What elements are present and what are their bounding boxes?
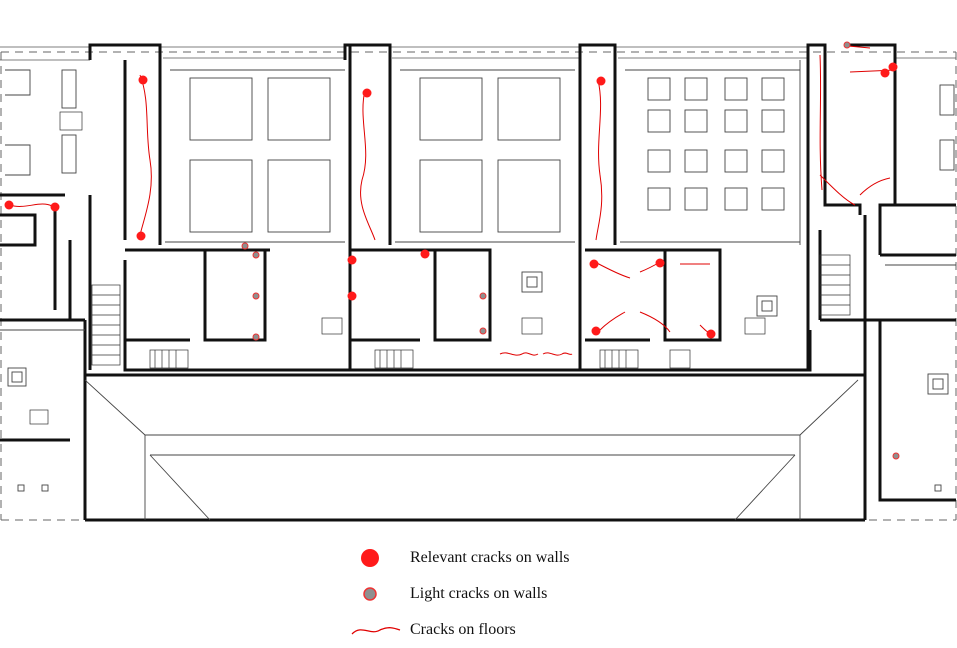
relevant-crack-marker <box>138 75 148 85</box>
floor-crack-symbol <box>348 618 410 642</box>
street-contour <box>0 46 956 61</box>
light-crack-marker <box>241 242 249 250</box>
light-crack-marker <box>892 452 900 460</box>
relevant-crack-marker <box>596 76 606 86</box>
relevant-crack-marker <box>888 62 898 72</box>
relevant-crack-marker <box>362 88 372 98</box>
legend-label-relevant: Relevant cracks on walls <box>410 549 570 566</box>
relevant-crack-marker <box>136 231 146 241</box>
relevant-crack-symbol <box>348 546 410 570</box>
light-wall-cracks <box>241 41 900 460</box>
light-crack-marker <box>479 327 487 335</box>
light-crack-marker <box>252 333 260 341</box>
relevant-crack-marker <box>706 329 716 339</box>
legend-label-floor: Cracks on floors <box>410 621 516 638</box>
relevant-crack-marker <box>347 255 357 265</box>
light-crack-marker <box>252 251 260 259</box>
floor-plan <box>0 41 957 522</box>
drawing-border <box>0 51 957 521</box>
relevant-wall-cracks <box>4 62 898 339</box>
stairs <box>29 111 851 425</box>
relevant-crack-marker <box>50 202 60 212</box>
walls <box>0 43 956 522</box>
light-crack-symbol <box>348 582 410 606</box>
relevant-crack-marker <box>655 258 665 268</box>
relevant-crack-marker <box>589 259 599 269</box>
legend-row-relevant: Relevant cracks on walls <box>348 540 768 576</box>
legend-row-light: Light cracks on walls <box>348 576 768 612</box>
legend-label-light: Light cracks on walls <box>410 585 548 602</box>
relevant-crack-marker <box>420 249 430 259</box>
light-crack-marker <box>252 292 260 300</box>
relevant-crack-marker <box>591 326 601 336</box>
legend-row-floor: Cracks on floors <box>348 612 768 648</box>
relevant-crack-marker <box>347 291 357 301</box>
relevant-crack-marker <box>880 68 890 78</box>
light-crack-marker <box>843 41 851 49</box>
legend: Relevant cracks on walls Light cracks on… <box>348 540 768 648</box>
light-crack-marker <box>479 292 487 300</box>
relevant-crack-marker <box>4 200 14 210</box>
interior-lines <box>0 60 956 521</box>
